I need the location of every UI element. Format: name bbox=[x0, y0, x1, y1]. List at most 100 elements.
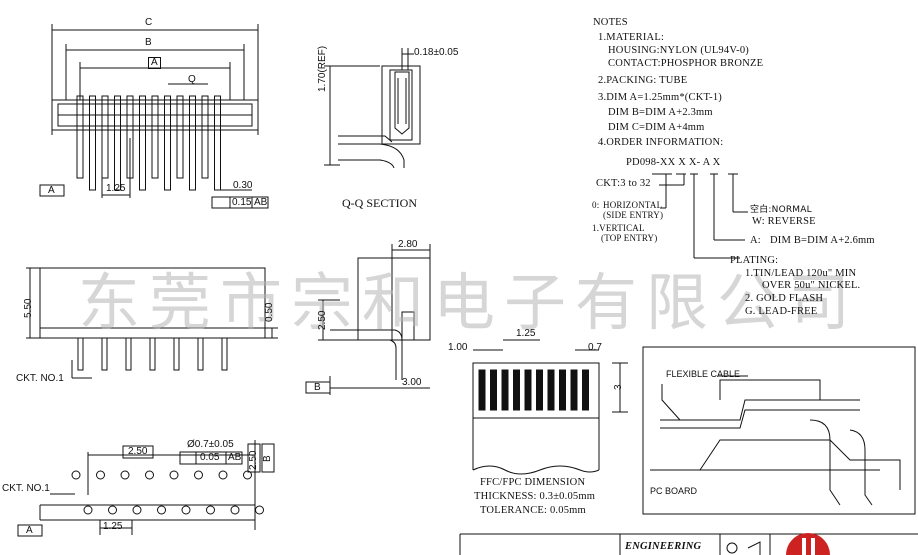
tolerance-ref: AB bbox=[254, 197, 268, 208]
fpc-dim-07: 0.7 bbox=[588, 342, 602, 353]
fpc-conductor bbox=[547, 369, 555, 411]
fp-tol-ref: AB bbox=[228, 452, 242, 463]
dim-050-label: 0.50 bbox=[264, 302, 275, 322]
vertical-text: 1.VERTICAL bbox=[592, 223, 645, 233]
right-view bbox=[305, 244, 431, 395]
contact-pin bbox=[139, 95, 146, 191]
housing-text: HOUSING:NYLON (UL94V-0) bbox=[608, 45, 749, 56]
contact-pin bbox=[214, 95, 221, 191]
dim-c-text: DIM C=DIM A+4mm bbox=[608, 122, 705, 133]
through-hole bbox=[169, 470, 179, 480]
fp-datum-a: A bbox=[26, 525, 33, 536]
through-hole bbox=[96, 470, 105, 480]
solder-tail bbox=[173, 337, 180, 371]
tolerance-label: 0.15 bbox=[232, 197, 252, 208]
datum-b-label: B bbox=[314, 382, 321, 393]
dim-a-text: 3.DIM A=1.25mm*(CKT-1) bbox=[598, 92, 722, 103]
fpc-title: FFC/FPC DIMENSION bbox=[480, 477, 586, 488]
dim-a-label: A bbox=[148, 57, 161, 69]
contact-pin bbox=[114, 95, 121, 191]
plating-heading: PLATING: bbox=[730, 255, 779, 266]
through-hole bbox=[132, 505, 142, 515]
fpc-conductor bbox=[582, 369, 589, 411]
through-hole bbox=[83, 505, 93, 515]
through-hole bbox=[255, 505, 264, 515]
datum-a-label: A bbox=[48, 185, 55, 196]
packing-text: 2.PACKING: TUBE bbox=[598, 75, 688, 86]
dim-018-label: 0.18±0.05 bbox=[414, 47, 459, 58]
watermark: 东莞市宗和电子有限公司 bbox=[78, 266, 860, 339]
solder-tail bbox=[149, 337, 156, 371]
dim-300-label: 3.00 bbox=[402, 377, 422, 388]
fpc-conductor bbox=[478, 369, 486, 411]
fpc-conductor bbox=[501, 369, 509, 411]
through-hole bbox=[181, 505, 191, 515]
ckt-no1-label: CKT. NO.1 bbox=[16, 373, 64, 384]
fp-ckt-no1: CKT. NO.1 bbox=[2, 483, 50, 494]
fp-dim-250v: 2.50 bbox=[248, 450, 259, 470]
through-hole bbox=[145, 470, 154, 480]
contact-pin bbox=[76, 95, 84, 179]
through-hole bbox=[218, 470, 228, 480]
contact-text: CONTACT:PHOSPHOR BRONZE bbox=[608, 58, 764, 69]
contact-pin bbox=[176, 95, 184, 179]
contact-pin bbox=[151, 95, 159, 179]
part-number: PD098-XX X X- A X bbox=[626, 157, 721, 168]
plating-1a: 1.TIN/LEAD 120u" MIN bbox=[745, 268, 857, 279]
solder-tail bbox=[125, 337, 132, 371]
fpc-conductor bbox=[570, 369, 578, 411]
contact-pin bbox=[89, 95, 96, 191]
contact-pin bbox=[189, 95, 196, 191]
through-hole bbox=[206, 505, 215, 515]
fpc-conductor bbox=[513, 369, 520, 411]
solder-tail bbox=[77, 337, 84, 371]
fpc-dim-100: 1.00 bbox=[448, 342, 468, 353]
fpc-conductor bbox=[536, 369, 543, 411]
pc-board-label: PC BOARD bbox=[650, 486, 698, 496]
through-hole bbox=[230, 505, 240, 515]
engineering-label: ENGINEERING bbox=[625, 541, 702, 552]
fpc-dim-3: 3 bbox=[613, 384, 624, 390]
flexible-cable-label: FLEXIBLE CABLE bbox=[666, 369, 741, 379]
dim-b-text: DIM B=DIM A+2.3mm bbox=[608, 107, 713, 118]
fpc-dim-125: 1.25 bbox=[516, 328, 536, 339]
fp-pitch: 1.25 bbox=[103, 521, 123, 532]
title-block bbox=[459, 533, 918, 555]
plating-1b: OVER 50u" NICKEL. bbox=[762, 280, 861, 291]
fp-dim-250: 2.50 bbox=[128, 446, 148, 457]
plating-2: 2. GOLD FLASH bbox=[745, 293, 824, 304]
a-desc: DIM B=DIM A+2.6mm bbox=[770, 235, 875, 246]
q-label: Q bbox=[188, 74, 196, 85]
side-view bbox=[26, 267, 278, 379]
through-hole bbox=[108, 505, 117, 515]
fp-tol-label: 0.05 bbox=[200, 452, 220, 463]
pcb-footprint bbox=[17, 440, 275, 537]
through-hole bbox=[120, 470, 130, 480]
solder-tail bbox=[197, 337, 204, 371]
horizontal-code: 0: bbox=[592, 200, 600, 210]
section-title: Q-Q SECTION bbox=[342, 196, 417, 210]
dim-250-label: 2.50 bbox=[317, 310, 328, 330]
solder-tail bbox=[101, 337, 108, 371]
a-code: A: bbox=[750, 235, 761, 246]
plating-3: G. LEAD-FREE bbox=[745, 306, 818, 317]
assembly-view bbox=[642, 346, 916, 515]
qq-section-view bbox=[324, 48, 421, 169]
reverse-text: W: REVERSE bbox=[752, 216, 816, 227]
pin-width-label: 0.30 bbox=[233, 180, 253, 191]
notes-title: NOTES bbox=[593, 17, 628, 28]
dim-280-label: 2.80 bbox=[398, 239, 418, 250]
pitch-label: 1.25 bbox=[106, 183, 126, 194]
fp-datum-b: B bbox=[262, 455, 273, 462]
fpc-conductor bbox=[490, 369, 497, 411]
dim-c-label: C bbox=[145, 17, 153, 28]
through-hole bbox=[157, 505, 166, 515]
contact-pin bbox=[101, 95, 109, 179]
contact-pin bbox=[164, 95, 171, 191]
side-entry-text: (SIDE ENTRY) bbox=[603, 210, 664, 220]
company-logo bbox=[786, 533, 830, 555]
solder-tail bbox=[221, 337, 228, 371]
dim-b-label: B bbox=[145, 37, 152, 48]
dim-550-label: 5.50 bbox=[23, 298, 34, 318]
